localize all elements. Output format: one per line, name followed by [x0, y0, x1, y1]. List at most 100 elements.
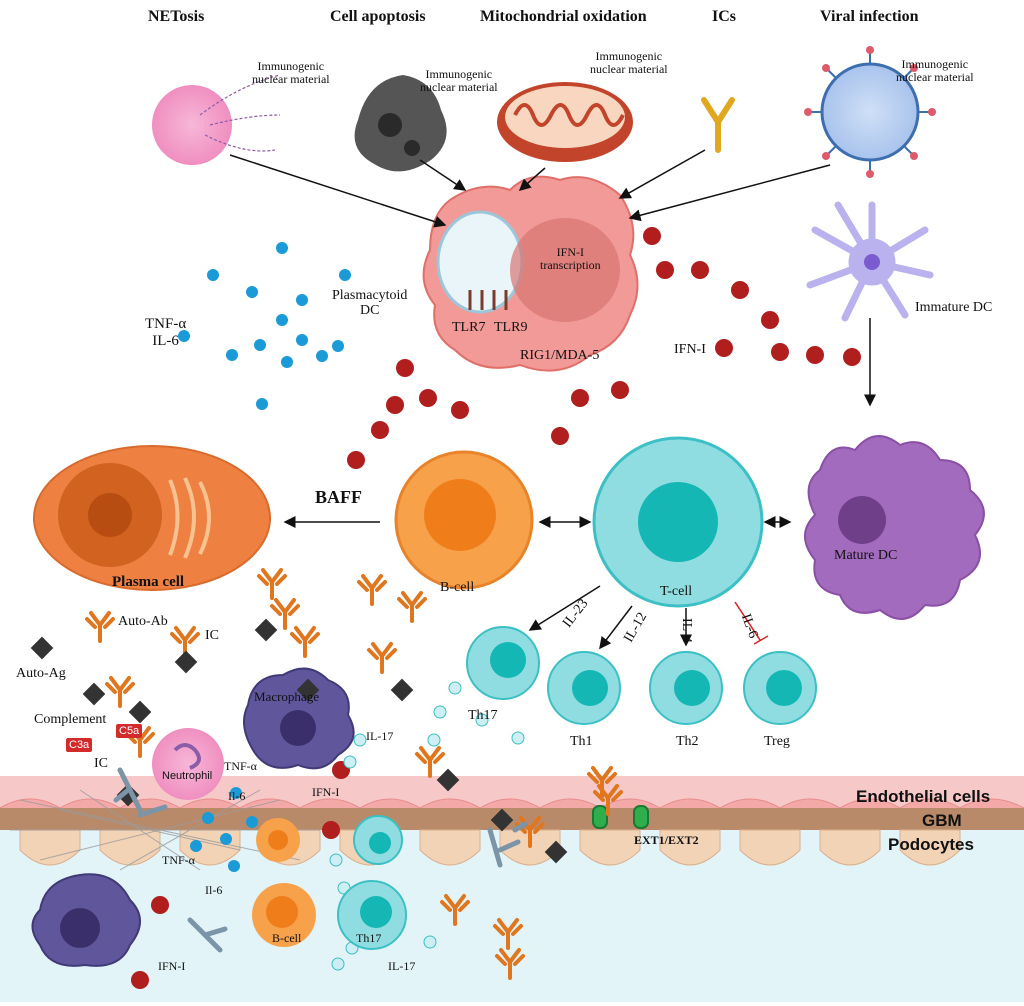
arrows-to-pdc — [229, 149, 876, 407]
c5a-tag: C5a — [116, 724, 143, 738]
bcell-label: B-cell — [440, 580, 475, 595]
th-cells — [466, 626, 817, 725]
ic-label: IC — [205, 628, 219, 643]
ifn-label: IFN-I — [674, 342, 706, 357]
tnf-il6-dot — [220, 833, 232, 845]
tissue-bcell-label: B-cell — [272, 931, 302, 945]
ifn-transcription-label: IFN-I transcription — [540, 245, 601, 273]
ifn-i-dot — [843, 348, 861, 366]
macrophage-cell — [243, 667, 355, 770]
ifn-i-dot — [451, 401, 469, 419]
source-netosis: NETosis — [148, 8, 205, 25]
tnf-il6-dot — [276, 314, 288, 326]
antibody-glyph — [440, 894, 470, 926]
tcell-label: T-cell — [660, 584, 693, 599]
gbm-fibers — [10, 789, 320, 871]
tnf-il6-dot — [296, 334, 308, 346]
antibody-glyph — [125, 726, 155, 758]
immunogenic-label-1: Immunogenic nuclear material — [252, 59, 330, 87]
th-nuclei — [490, 642, 802, 706]
plasma-cell — [33, 445, 271, 591]
ifn-i-dot — [771, 343, 789, 361]
autoantigen-square — [436, 768, 460, 792]
il4-label: IL-4 — [679, 618, 694, 643]
pdc-label: Plasmacytoid DC — [332, 288, 408, 319]
complement-proteins — [113, 767, 528, 953]
antibody-glyph — [357, 574, 387, 606]
tissue-il17-label-2: IL-17 — [388, 959, 416, 973]
neutrophil-cell — [152, 728, 224, 800]
ifn-i-dot — [322, 821, 340, 839]
antibody-glyph — [85, 611, 115, 643]
ifn-i-dot — [731, 281, 749, 299]
complement-label: Complement — [34, 712, 107, 727]
antibody-glyph — [290, 626, 320, 658]
c3a-tag: C3a — [66, 738, 93, 752]
macrophage-label: Macrophage — [254, 689, 319, 704]
tnf-il6-dot — [339, 269, 351, 281]
plasmacytoid-dc-cell — [422, 175, 639, 372]
tnf-il6-dot — [207, 269, 219, 281]
tnf-il6-dot — [246, 816, 258, 828]
ifn-i-dot — [371, 421, 389, 439]
antibody-glyph — [367, 642, 397, 674]
ifn-i-dot — [643, 227, 661, 245]
plasma-cell-label: Plasma cell — [112, 574, 185, 590]
tnf-il6-dot — [276, 242, 288, 254]
source-mito: Mitochondrial oxidation — [480, 8, 647, 25]
autoantibodies — [85, 568, 623, 980]
autoantigen-square — [490, 808, 514, 832]
antibody-glyph — [593, 784, 623, 816]
antibody-glyph — [495, 948, 525, 980]
ic-label-lower: IC — [94, 756, 108, 771]
immunogenic-label-4: Immunogenic nuclear material — [896, 57, 974, 85]
ifn-i-dot — [611, 381, 629, 399]
source-viral: Viral infection — [820, 8, 919, 25]
tnf-il6-dot — [316, 350, 328, 362]
ifn-i-dot — [151, 896, 169, 914]
ifn-i-dot — [131, 971, 149, 989]
immune-complex-top — [701, 97, 735, 153]
ifn-i-dot — [386, 396, 404, 414]
b-cell — [394, 450, 534, 590]
tissue-ifn-label-2: IFN-I — [158, 959, 186, 973]
autoantigen-square — [296, 678, 320, 702]
macrophage-cell-lower — [31, 873, 141, 967]
antibody-glyph — [257, 568, 287, 600]
tissue-th17-cells — [337, 815, 407, 950]
mature-dc-label: Mature DC — [834, 548, 898, 563]
ifn-i-dot — [551, 427, 569, 445]
ifn-i-dot — [419, 389, 437, 407]
immunogenic-label-3: Immunogenic nuclear material — [590, 49, 668, 77]
source-apoptosis: Cell apoptosis — [330, 8, 426, 25]
autoantigen-square — [390, 678, 414, 702]
antibody-glyph — [270, 598, 300, 630]
differentiation-arrows — [528, 585, 769, 650]
autoantigen-square — [128, 700, 152, 724]
ext1-ext2-proteins — [592, 805, 649, 829]
ifn-i-dot — [761, 311, 779, 329]
ifn-i-dot — [347, 451, 365, 469]
immature-dc-cell — [806, 201, 934, 322]
neutrophil-label: Neutrophil — [162, 770, 213, 782]
gbm-label: GBM — [922, 811, 962, 830]
antibody-glyph — [397, 591, 427, 623]
il17-particles — [329, 681, 525, 971]
ext-label: EXT1/EXT2 — [634, 833, 699, 847]
autoantigen-square — [82, 682, 106, 706]
podocyte-feet — [19, 829, 961, 866]
tnf-il6-dot — [228, 860, 240, 872]
autoantigen-square — [544, 840, 568, 864]
antibody-glyph — [170, 626, 200, 658]
netosis-cell — [152, 74, 281, 165]
auto-ab-label: Auto-Ab — [118, 614, 168, 629]
ifn-i-dot — [691, 261, 709, 279]
tnf-il6-molecules — [178, 242, 351, 872]
tnf-il6-label: TNF-α IL-6 — [145, 316, 187, 349]
tissue-b-cells — [252, 818, 316, 947]
virus — [804, 46, 936, 178]
tissue-il17-label: IL-17 — [366, 729, 394, 743]
autoantigen-square — [174, 650, 198, 674]
tnf-il6-dot — [226, 349, 238, 361]
tnf-il6-dot — [230, 787, 242, 799]
